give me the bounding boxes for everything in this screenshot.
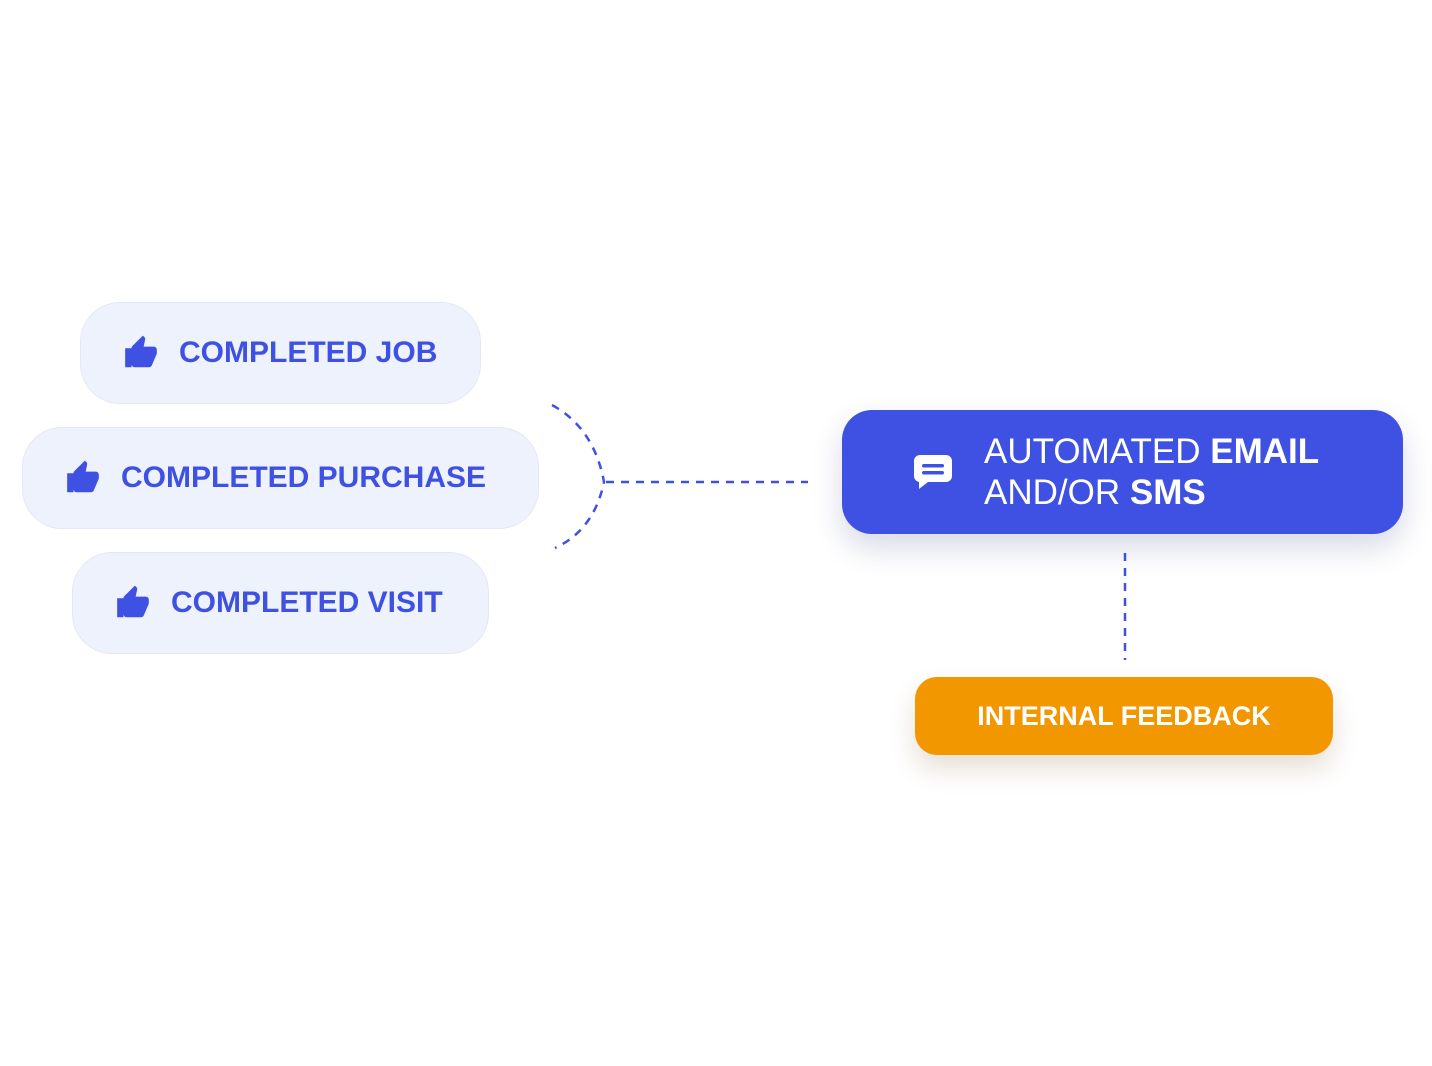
bracket-connector — [551, 403, 606, 550]
feedback-label: INTERNAL FEEDBACK — [977, 700, 1271, 731]
message-line-1: AUTOMATED EMAIL — [984, 431, 1319, 472]
thumbs-up-icon — [113, 583, 153, 623]
trigger-label: COMPLETED VISIT — [171, 586, 443, 619]
trigger-completed-purchase: COMPLETED PURCHASE — [22, 427, 539, 529]
automated-message-box: AUTOMATED EMAIL AND/OR SMS — [842, 410, 1403, 534]
thumbs-up-icon — [121, 333, 161, 373]
internal-feedback-box: INTERNAL FEEDBACK — [915, 677, 1333, 755]
trigger-completed-job: COMPLETED JOB — [80, 302, 481, 404]
thumbs-up-icon — [63, 458, 103, 498]
chat-bubble-icon — [912, 451, 954, 493]
message-line-2-regular: AND/OR — [984, 473, 1130, 512]
trigger-label: COMPLETED JOB — [179, 336, 438, 369]
trigger-completed-visit: COMPLETED VISIT — [72, 552, 489, 654]
message-line-2: AND/OR SMS — [984, 472, 1319, 513]
message-line-1-bold: EMAIL — [1210, 432, 1320, 471]
message-line-1-regular: AUTOMATED — [984, 432, 1211, 471]
trigger-label: COMPLETED PURCHASE — [121, 461, 487, 494]
message-line-2-bold: SMS — [1129, 473, 1206, 512]
message-text: AUTOMATED EMAIL AND/OR SMS — [984, 431, 1319, 513]
